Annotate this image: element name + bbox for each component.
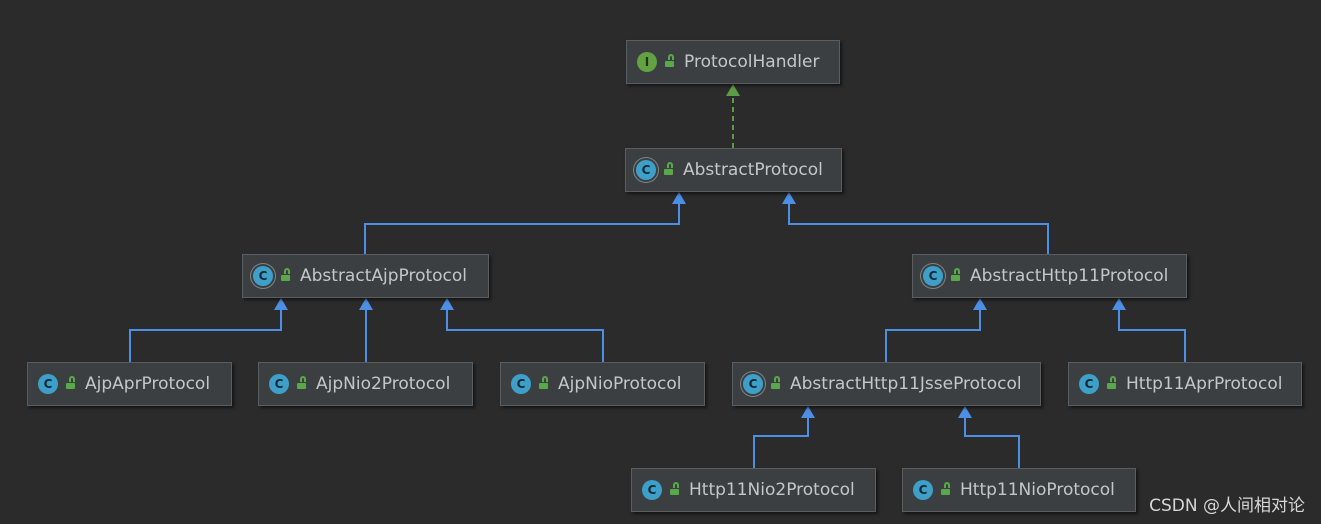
extends-arrowhead-icon: [958, 406, 972, 418]
node-http11-apr-protocol[interactable]: C Http11AprProtocol: [1068, 362, 1302, 406]
node-abstract-http11-protocol[interactable]: C AbstractHttp11Protocol: [912, 254, 1187, 298]
class-icon: C: [642, 480, 662, 500]
node-abstract-http11-jsse-protocol[interactable]: C AbstractHttp11JsseProtocol: [732, 362, 1041, 406]
public-lock-icon: [281, 267, 290, 281]
public-lock-icon: [66, 375, 75, 389]
extends-line: [753, 418, 809, 468]
edge-abstract-ajp-protocol-to-abstract-protocol: [364, 192, 686, 254]
public-lock-icon: [1107, 375, 1116, 389]
edge-http11-nio2-protocol-to-abstract-http11-jsse-protocol: [753, 406, 815, 468]
public-lock-icon: [771, 375, 780, 389]
abstract-class-icon: C: [923, 266, 943, 286]
class-icon: C: [913, 480, 933, 500]
node-protocol-handler[interactable]: I ProtocolHandler: [626, 40, 840, 84]
node-label: AjpNio2Protocol: [316, 374, 451, 394]
public-lock-icon: [951, 267, 960, 281]
class-icon: C: [269, 374, 289, 394]
edge-ajp-nio2-protocol-to-abstract-ajp-protocol: [359, 298, 373, 362]
public-lock-icon: [941, 481, 950, 495]
class-icon: C: [511, 374, 531, 394]
edge-abstract-http11-protocol-to-abstract-protocol: [782, 192, 1049, 254]
abstract-class-icon: C: [253, 266, 273, 286]
node-label: AjpAprProtocol: [85, 374, 211, 394]
extends-arrowhead-icon: [440, 298, 454, 310]
node-http11-nio-protocol[interactable]: C Http11NioProtocol: [902, 468, 1136, 512]
edge-ajp-nio-protocol-to-abstract-ajp-protocol: [440, 298, 604, 362]
public-lock-icon: [664, 161, 673, 175]
edge-ajp-apr-protocol-to-abstract-ajp-protocol: [129, 298, 288, 362]
public-lock-icon: [539, 375, 548, 389]
edge-abstract-protocol-to-protocol-handler: [726, 84, 740, 148]
public-lock-icon: [665, 53, 674, 67]
node-label: ProtocolHandler: [684, 52, 820, 72]
node-label: AjpNioProtocol: [558, 374, 682, 394]
node-label: Http11NioProtocol: [960, 480, 1115, 500]
interface-icon: I: [637, 52, 657, 72]
extends-arrowhead-icon: [782, 192, 796, 204]
node-ajp-nio2-protocol[interactable]: C AjpNio2Protocol: [258, 362, 473, 406]
public-lock-icon: [670, 481, 679, 495]
extends-line: [788, 204, 1049, 254]
node-ajp-nio-protocol[interactable]: C AjpNioProtocol: [500, 362, 705, 406]
extends-line: [364, 204, 680, 254]
node-ajp-apr-protocol[interactable]: C AjpAprProtocol: [27, 362, 232, 406]
extends-arrowhead-icon: [359, 298, 373, 310]
node-label: AbstractHttp11JsseProtocol: [790, 374, 1022, 394]
extends-line: [885, 310, 981, 362]
class-icon: C: [1079, 374, 1099, 394]
class-icon: C: [38, 374, 58, 394]
extends-arrowhead-icon: [672, 192, 686, 204]
public-lock-icon: [297, 375, 306, 389]
implements-arrowhead-icon: [726, 84, 740, 96]
edge-http11-nio-protocol-to-abstract-http11-jsse-protocol: [958, 406, 1020, 468]
node-abstract-ajp-protocol[interactable]: C AbstractAjpProtocol: [242, 254, 489, 298]
extends-line: [129, 310, 282, 362]
extends-arrowhead-icon: [274, 298, 288, 310]
node-label: AbstractProtocol: [683, 160, 823, 180]
extends-line: [1118, 310, 1186, 362]
extends-arrowhead-icon: [973, 298, 987, 310]
abstract-class-icon: C: [743, 374, 763, 394]
edge-http11-apr-protocol-to-abstract-http11-protocol: [1112, 298, 1186, 362]
extends-arrowhead-icon: [801, 406, 815, 418]
node-abstract-protocol[interactable]: C AbstractProtocol: [625, 148, 842, 192]
node-http11-nio2-protocol[interactable]: C Http11Nio2Protocol: [631, 468, 876, 512]
abstract-class-icon: C: [636, 160, 656, 180]
extends-line: [446, 310, 604, 362]
node-label: Http11Nio2Protocol: [689, 480, 855, 500]
extends-arrowhead-icon: [1112, 298, 1126, 310]
edge-abstract-http11-jsse-protocol-to-abstract-http11-protocol: [885, 298, 987, 362]
watermark: CSDN @人间相对论: [1149, 496, 1305, 516]
node-label: AbstractAjpProtocol: [300, 266, 468, 286]
extends-line: [964, 418, 1020, 468]
node-label: AbstractHttp11Protocol: [970, 266, 1169, 286]
node-label: Http11AprProtocol: [1126, 374, 1283, 394]
